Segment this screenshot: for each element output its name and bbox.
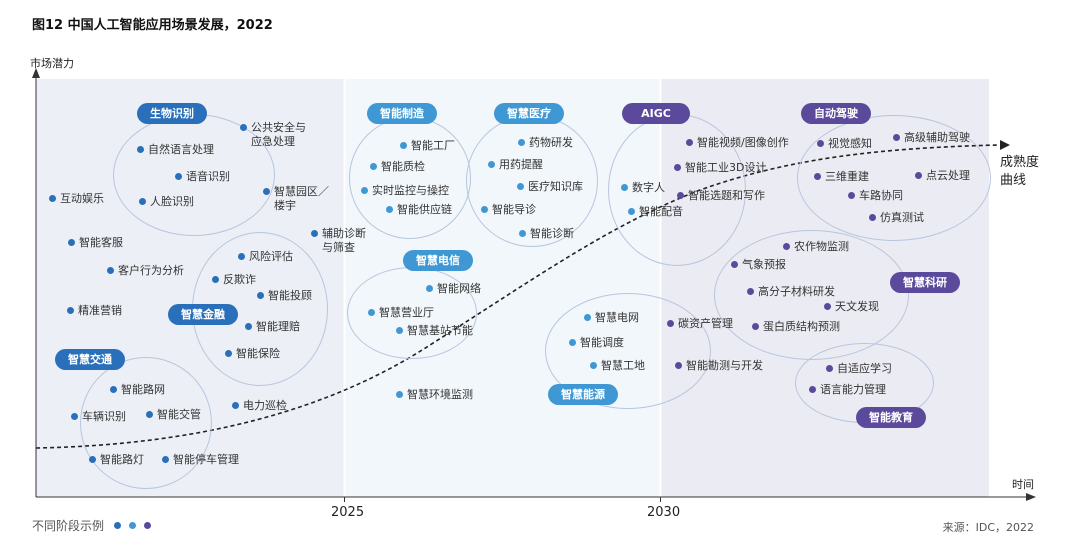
scenario-item: 语音识别 — [175, 170, 230, 184]
group-pill-biometrics: 生物识别 — [137, 103, 207, 124]
legend-dot-stage2 — [129, 522, 137, 529]
scenario-item: 智能网络 — [426, 282, 481, 296]
scenario-item: 智能质检 — [370, 160, 425, 174]
group-pill-healthcare: 智慧医疗 — [494, 103, 564, 124]
scenario-item: 用药提醒 — [488, 158, 543, 172]
scenario-item: 自适应学习 — [826, 362, 892, 376]
scenario-item: 智能路网 — [110, 383, 165, 397]
legend-dot-stage1 — [114, 522, 122, 529]
group-pill-telecom: 智慧电信 — [403, 250, 473, 271]
x-axis-arrow — [1026, 493, 1036, 501]
autodrive-cluster-circle — [797, 115, 991, 241]
maturity-curve-arrow — [1000, 140, 1010, 150]
scenario-item: 气象预报 — [731, 258, 786, 272]
scenario-item: 智慧营业厅 — [368, 306, 434, 320]
scenario-item: 点云处理 — [915, 169, 970, 183]
scenario-item: 智能工业3D设计 — [674, 161, 766, 175]
group-pill-finance: 智慧金融 — [168, 304, 238, 325]
energy-cluster-circle — [545, 293, 711, 409]
source-note: 来源：IDC，2022 — [942, 521, 1034, 534]
scenario-item: 车路协同 — [848, 189, 903, 203]
scenario-item: 精准营销 — [67, 304, 122, 318]
scenario-item: 智能勘测与开发 — [675, 359, 763, 373]
scenario-item: 智能理赔 — [245, 320, 300, 334]
scenario-item: 智能选题和写作 — [677, 189, 765, 203]
scenario-item: 辅助诊断与筛查 — [311, 227, 366, 255]
scenario-item: 智能配音 — [628, 205, 683, 219]
group-pill-aigc: AIGC — [622, 103, 690, 124]
scenario-item: 智能诊断 — [519, 227, 574, 241]
scenario-item: 天文发现 — [824, 300, 879, 314]
scenario-item: 智能交管 — [146, 408, 201, 422]
scenario-item: 反欺诈 — [212, 273, 256, 287]
scenario-item: 智慧工地 — [590, 359, 645, 373]
scenario-item: 智能路灯 — [89, 453, 144, 467]
chart-title: 图12 中国人工智能应用场景发展，2022 — [32, 18, 273, 33]
scenario-item: 电力巡检 — [232, 399, 287, 413]
scenario-item: 高分子材料研发 — [747, 285, 835, 299]
scenario-item: 智能供应链 — [386, 203, 452, 217]
scenario-item: 智能工厂 — [400, 139, 455, 153]
maturity-curve — [35, 144, 999, 449]
y-axis-label: 市场潜力 — [30, 57, 74, 70]
tick-2030: 2030 — [647, 505, 681, 520]
scenario-item: 药物研发 — [518, 136, 573, 150]
group-pill-autodrive: 自动驾驶 — [801, 103, 871, 124]
scenario-item: 客户行为分析 — [107, 264, 184, 278]
legend-dot-stage3 — [144, 522, 152, 529]
scenario-item: 智能视频/图像创作 — [686, 136, 789, 150]
scenario-item: 语言能力管理 — [809, 383, 886, 397]
scenario-item: 公共安全与应急处理 — [240, 121, 306, 149]
manufacturing-cluster-circle — [349, 117, 471, 239]
scenario-item: 智慧基站节能 — [396, 324, 473, 338]
scenario-item: 高级辅助驾驶 — [893, 131, 970, 145]
scenario-item: 数字人 — [621, 181, 665, 195]
scenario-item: 风险评估 — [238, 250, 293, 264]
scenario-item: 实时监控与操控 — [361, 184, 449, 198]
scenario-item: 智能停车管理 — [162, 453, 239, 467]
scenario-item: 互动娱乐 — [49, 192, 104, 206]
scenario-item: 智能客服 — [68, 236, 123, 250]
tick-2025: 2025 — [331, 505, 365, 520]
scenario-item: 智慧园区／楼宇 — [263, 185, 329, 213]
scenario-item: 视觉感知 — [817, 137, 872, 151]
scenario-item: 智能调度 — [569, 336, 624, 350]
scenario-item: 智能保险 — [225, 347, 280, 361]
maturity-curve-label: 成熟度 曲线 — [1000, 155, 1040, 188]
scenario-item: 蛋白质结构预测 — [752, 320, 840, 334]
scenario-item: 智能导诊 — [481, 203, 536, 217]
group-pill-research: 智慧科研 — [890, 272, 960, 293]
transport-cluster-circle — [80, 357, 212, 489]
scenario-item: 自然语言处理 — [137, 143, 214, 157]
group-pill-manufacturing: 智能制造 — [367, 103, 437, 124]
scenario-item: 车辆识别 — [71, 410, 126, 424]
group-pill-transport: 智慧交通 — [55, 349, 125, 370]
scenario-item: 医疗知识库 — [517, 180, 583, 194]
scenario-item: 人脸识别 — [139, 195, 194, 209]
scenario-item: 智慧环境监测 — [396, 388, 473, 402]
legend-label: 不同阶段示例 — [32, 519, 105, 533]
scenario-item: 智能投顾 — [257, 289, 312, 303]
x-axis-label: 时间 — [1012, 478, 1034, 491]
scenario-item: 碳资产管理 — [667, 317, 733, 331]
y-axis-arrow — [32, 68, 40, 78]
group-pill-education: 智能教育 — [856, 407, 926, 428]
group-pill-energy: 智慧能源 — [548, 384, 618, 405]
stage-legend: 不同阶段示例 — [32, 517, 152, 534]
scenario-item: 三维重建 — [814, 170, 869, 184]
scenario-item: 智慧电网 — [584, 311, 639, 325]
scenario-item: 仿真测试 — [869, 211, 924, 225]
scenario-item: 农作物监测 — [783, 240, 849, 254]
